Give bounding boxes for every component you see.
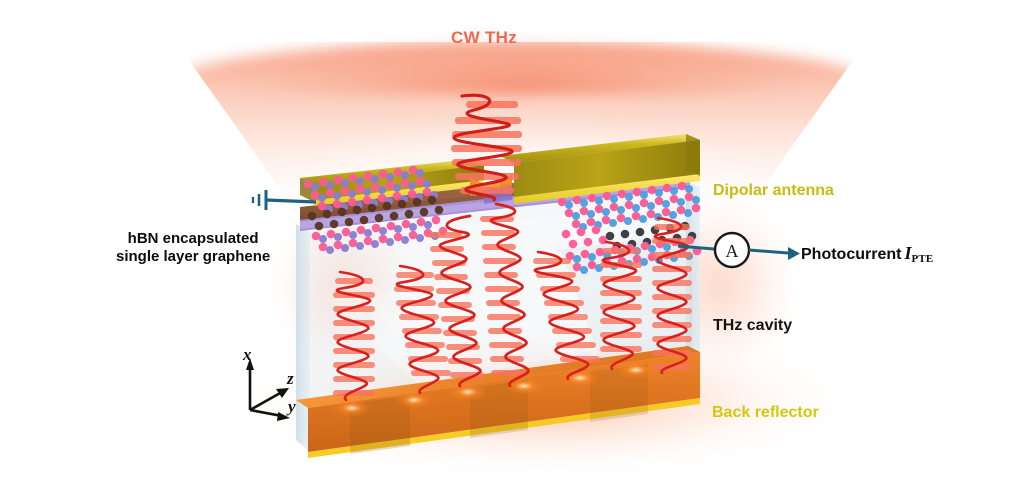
graphene-label-line1: hBN encapsulated	[127, 230, 259, 247]
back-reflector-label: Back reflector	[712, 404, 819, 421]
ammeter-circuit: A	[677, 231, 800, 269]
axis-triad	[246, 358, 290, 421]
axis-label-z: z	[287, 369, 294, 388]
axis-label-x: x	[243, 345, 252, 364]
ground-contact	[251, 190, 317, 210]
photocurrent-symbol: I	[904, 243, 912, 263]
cavity-standing-waves	[333, 202, 692, 402]
dipolar-antenna-label: Dipolar antenna	[713, 182, 834, 199]
ammeter-symbol-text: A	[726, 241, 739, 261]
photocurrent-text: Photocurrent	[801, 246, 902, 263]
axis-label-y: y	[288, 397, 296, 416]
cw-thz-label: CW THz	[451, 28, 518, 47]
incident-thz-wave	[451, 93, 522, 202]
graphene-label-line2: single layer graphene	[116, 247, 271, 265]
graphene-stack-label: hBN encapsulated single layer graphene	[116, 230, 270, 265]
photocurrent-subscript: PTE	[911, 253, 934, 265]
thz-cavity-label: THz cavity	[713, 317, 793, 334]
thz-beam-top-glow	[176, 40, 866, 94]
